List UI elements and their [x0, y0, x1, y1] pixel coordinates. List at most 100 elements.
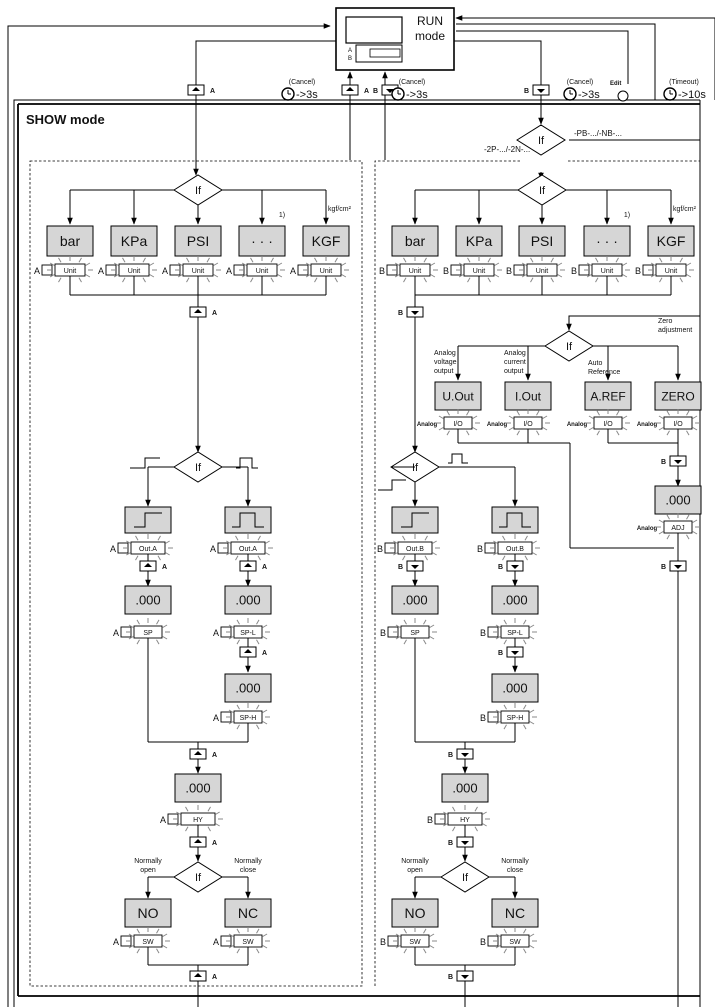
spl-value-display[interactable]: .000 — [491, 585, 539, 615]
blink-ray — [256, 639, 260, 645]
blink-ray — [185, 826, 189, 832]
key-b-down-button[interactable]: B — [524, 84, 550, 96]
blink-ray — [487, 257, 491, 263]
spl-value-display[interactable]: .000 — [224, 585, 272, 615]
key-letter: B — [380, 628, 386, 638]
decision-diamond: If — [544, 330, 594, 362]
analog-display[interactable]: A.REF — [584, 381, 632, 411]
key-a-up-button[interactable]: A — [239, 560, 267, 572]
unit-display[interactable]: PSI — [174, 225, 222, 257]
blink-ray — [85, 274, 91, 278]
key-b-down-button[interactable]: B — [448, 748, 474, 760]
blink-ray — [207, 826, 211, 832]
blink-ray — [495, 933, 501, 937]
time-value: ->3s — [578, 89, 600, 101]
unit-display[interactable]: · · · — [238, 225, 286, 257]
key-a-up-button[interactable]: A — [139, 560, 167, 572]
blink-ray — [265, 552, 270, 556]
key-b-down-button[interactable]: B — [448, 836, 474, 848]
window-output-display[interactable] — [224, 506, 272, 534]
key-letter: B — [448, 840, 453, 847]
arrow-down-icon — [674, 565, 682, 569]
unit-display[interactable]: bar — [46, 225, 94, 257]
blink-ray — [467, 257, 471, 263]
display-panel — [391, 585, 439, 615]
key-a-up-button[interactable]: A — [189, 748, 217, 760]
sp-value-display[interactable]: .000 — [124, 585, 172, 615]
key-a-up-button[interactable]: A — [187, 84, 215, 96]
nc-display[interactable]: NC — [491, 898, 539, 928]
unit-display[interactable]: PSI — [518, 225, 566, 257]
key-letter: A — [212, 974, 217, 981]
blink-ray — [262, 624, 268, 628]
hy-value-display[interactable]: .000 — [441, 773, 489, 803]
analog-display[interactable]: U.Out — [434, 381, 482, 411]
blink-ray — [472, 427, 478, 431]
sp-value-display[interactable]: .000 — [391, 585, 439, 615]
display-panel — [584, 381, 632, 411]
kgf-note: kgf/cm² — [673, 206, 697, 213]
blink-ray — [165, 552, 170, 556]
parameter-text: SW — [509, 939, 521, 946]
display-panel — [391, 898, 439, 928]
key-b-down-button[interactable]: B — [498, 560, 524, 572]
blink-ray — [438, 415, 444, 419]
timer-indicator: ->3s — [281, 87, 318, 101]
normally-open-caption: Normally — [401, 858, 429, 865]
blink-ray — [666, 534, 670, 540]
blink-ray — [149, 262, 155, 266]
unit-display[interactable]: KGF — [302, 225, 350, 257]
key-b-down-button[interactable]: B — [398, 306, 424, 318]
blink-ray — [256, 948, 260, 954]
key-letter: A — [162, 564, 167, 571]
hy-value-display[interactable]: .000 — [174, 773, 222, 803]
key-b-down-button[interactable]: B — [398, 560, 424, 572]
unit-display[interactable]: KGF — [647, 225, 695, 257]
blink-ray — [128, 624, 134, 628]
analog-caption: output — [504, 368, 524, 375]
hysteresis-output-display[interactable] — [124, 506, 172, 534]
edit-indicator[interactable] — [617, 90, 629, 102]
window-output-display[interactable] — [491, 506, 539, 534]
key-b-down-button[interactable]: B — [498, 646, 524, 658]
unit-display[interactable]: KPa — [455, 225, 503, 257]
key-a-up-button[interactable]: A — [189, 836, 217, 848]
blink-ray — [467, 277, 471, 283]
key-a-up-button[interactable]: A — [189, 306, 217, 318]
analog-display[interactable]: I.Out — [504, 381, 552, 411]
no-display[interactable]: NO — [391, 898, 439, 928]
key-a-up-button[interactable]: A — [239, 646, 267, 658]
parameter-label: SWB — [480, 934, 530, 948]
blink-ray — [524, 535, 528, 541]
unit-display[interactable]: · · · — [583, 225, 631, 257]
blink-ray — [341, 262, 347, 266]
key-b-down-button[interactable]: B — [448, 970, 474, 982]
unit-display[interactable]: KPa — [110, 225, 158, 257]
key-a-up-button[interactable]: A — [189, 970, 217, 982]
blink-ray — [616, 410, 620, 416]
analog-display[interactable]: ZERO — [654, 381, 702, 411]
hysteresis-output-display[interactable] — [391, 506, 439, 534]
parameter-text: SP-L — [240, 630, 256, 637]
key-a-up-button[interactable]: A — [341, 84, 369, 96]
key-b-down-button[interactable]: B — [661, 455, 687, 467]
kgf-note: kgf/cm² — [328, 206, 352, 213]
sph-value-display[interactable]: .000 — [224, 673, 272, 703]
run-mode-box[interactable]: A B RUN mode — [335, 7, 455, 71]
adj-value-display[interactable]: .000 — [654, 485, 702, 515]
blink-ray — [122, 257, 126, 263]
display-panel — [110, 225, 158, 257]
key-b-down-button[interactable]: B — [661, 560, 687, 572]
sph-value-display[interactable]: .000 — [491, 673, 539, 703]
blink-ray — [403, 277, 407, 283]
unit-display[interactable]: bar — [391, 225, 439, 257]
nc-display[interactable]: NC — [224, 898, 272, 928]
no-display[interactable]: NO — [124, 898, 172, 928]
blink-ray — [523, 724, 527, 730]
blink-ray — [595, 277, 599, 283]
